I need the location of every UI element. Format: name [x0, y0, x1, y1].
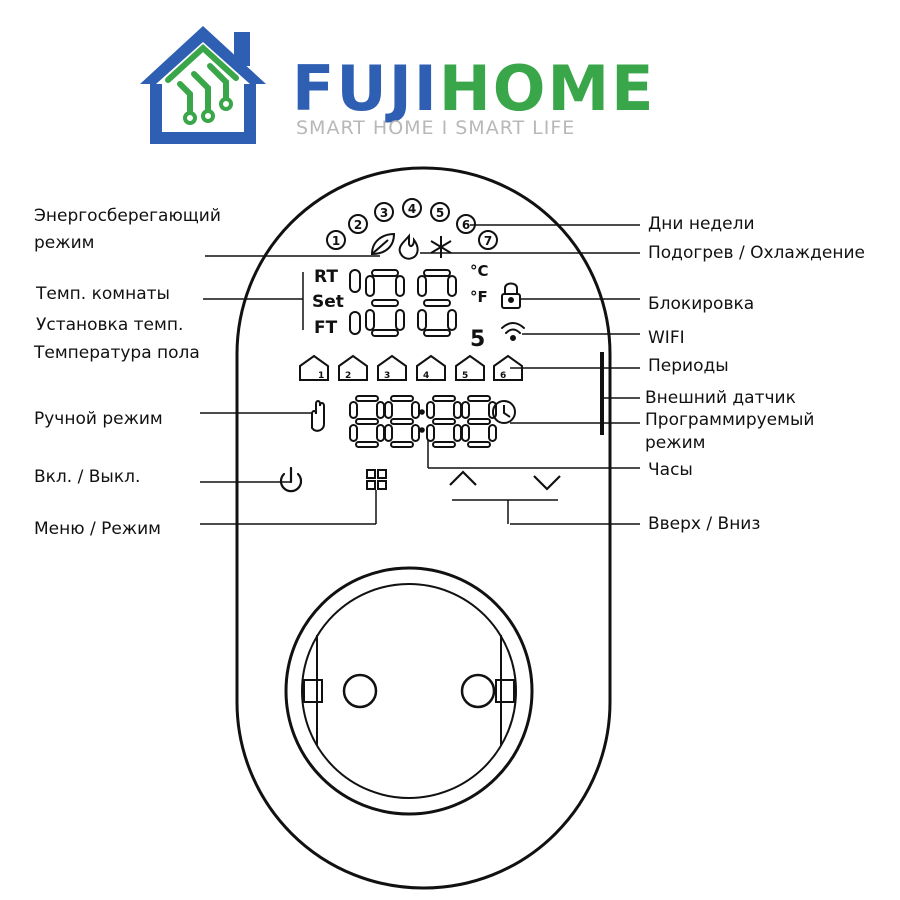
device-outline: [235, 166, 612, 890]
svg-text:1: 1: [332, 234, 340, 248]
socket-pin-hole-left: [342, 673, 378, 709]
chevron-down-icon: [533, 475, 561, 491]
svg-text:4: 4: [408, 202, 416, 216]
chevron-up-icon: [449, 470, 477, 486]
day-3-indicator: 3: [374, 202, 394, 222]
day-2-indicator: 2: [348, 214, 368, 234]
brand-tagline: SMART HOME I SMART LIFE: [296, 117, 576, 139]
floor-temp-label: Температура пола: [34, 343, 200, 363]
period-5-icon: 5: [455, 354, 485, 381]
power-label: Вкл. / Выкл.: [34, 467, 141, 487]
menu-label: Меню / Режим: [34, 519, 161, 539]
periods-label: Периоды: [648, 356, 729, 376]
programmable-label-line1: Программируемый: [645, 410, 815, 430]
set-indicator: Set: [312, 292, 344, 312]
hand-icon: [311, 400, 325, 432]
external-sensor-label: Внешний датчик: [645, 388, 796, 408]
weekdays-label: Дни недели: [648, 214, 755, 234]
day-4-indicator: 4: [402, 198, 422, 218]
up-down-label: Вверх / Вниз: [648, 514, 761, 534]
heat-cool-label: Подогрев / Охлаждение: [648, 243, 865, 263]
flame-icon: [398, 233, 419, 260]
menu-grid-icon: [366, 469, 387, 490]
temperature-digits: [349, 269, 457, 337]
svg-text:2: 2: [354, 218, 362, 232]
ft-indicator: FT: [314, 318, 338, 338]
brand-name-fuji: FUJI: [292, 52, 439, 125]
celsius-indicator: °C: [470, 262, 489, 280]
clock-label: Часы: [648, 460, 693, 480]
period-6-icon: 6: [493, 354, 523, 381]
brand-name: FUJIHOME: [292, 58, 656, 120]
power-socket: [284, 566, 534, 816]
lock-label: Блокировка: [648, 294, 755, 314]
weekday-indicators: 1 2 3 4 5 6 7: [326, 198, 498, 250]
svg-text:6: 6: [500, 371, 506, 381]
fahrenheit-indicator: °F: [470, 288, 488, 306]
day-5-indicator: 5: [430, 202, 450, 222]
svg-text:2: 2: [345, 371, 351, 381]
snowflake-icon: [430, 236, 452, 258]
period-2-icon: 2: [338, 354, 368, 381]
svg-text:4: 4: [423, 371, 429, 381]
svg-text:7: 7: [484, 234, 492, 248]
mode-digit: 5: [470, 327, 485, 352]
room-temp-label: Темп. комнаты: [36, 284, 170, 304]
svg-text:5: 5: [462, 371, 468, 381]
day-6-indicator: 6: [456, 214, 476, 234]
brand-logo-icon: [140, 26, 266, 144]
day-7-indicator: 7: [478, 230, 498, 250]
leader-lines: [200, 224, 640, 525]
svg-text:1: 1: [318, 371, 324, 381]
period-4-icon: 4: [416, 354, 446, 381]
period-3-icon: 3: [377, 354, 407, 381]
period-1-icon: 1: [299, 354, 329, 381]
power-icon: [279, 466, 303, 493]
svg-text:5: 5: [436, 206, 444, 220]
wifi-label: WIFI: [648, 328, 685, 348]
svg-text:3: 3: [380, 206, 388, 220]
programmable-label-line2: режим: [645, 433, 706, 453]
set-temp-label: Установка темп.: [36, 315, 184, 335]
wifi-icon: [501, 322, 525, 341]
clock-icon: [492, 400, 516, 424]
rt-indicator: RT: [314, 267, 338, 287]
svg-text:6: 6: [462, 218, 470, 232]
manual-mode-label: Ручной режим: [34, 409, 163, 429]
leaf-icon: [370, 232, 396, 256]
energy-saving-label-line2: режим: [34, 233, 95, 253]
brand-name-home: HOME: [438, 52, 656, 125]
lock-icon: [501, 282, 521, 309]
svg-text:3: 3: [384, 371, 390, 381]
energy-saving-label-line1: Энергосберегающий: [34, 206, 221, 226]
period-indicators: 1 2 3 4 5 6: [299, 354, 523, 381]
day-1-indicator: 1: [326, 230, 346, 250]
socket-pin-hole-right: [460, 673, 496, 709]
clock-digits: [349, 395, 497, 448]
